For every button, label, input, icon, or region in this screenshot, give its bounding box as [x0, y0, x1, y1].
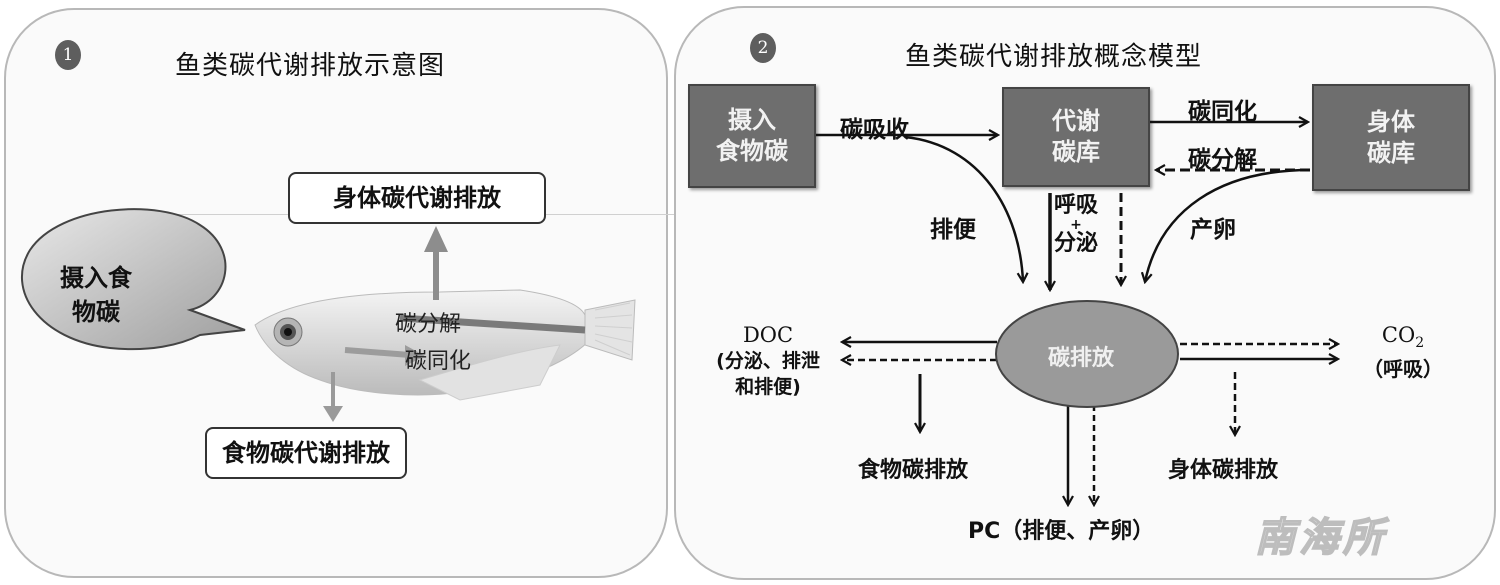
co2-subscript: 2 [1415, 335, 1425, 352]
fish-illustration [254, 289, 636, 401]
co2-label: CO [1381, 323, 1416, 347]
arrow-defecation [904, 135, 1023, 282]
food-carbon-emission-label: 食物碳排放 [858, 458, 969, 483]
arrow-spawning [1145, 168, 1311, 282]
fish-label-assimilation: 碳同化 [405, 349, 472, 374]
doc-label: DOC [742, 323, 794, 347]
fish-label-decomposition: 碳分解 [395, 312, 462, 337]
body-carbon-emission-label: 身体碳排放 [1168, 458, 1279, 483]
bubble-line-2: 物碳 [72, 298, 120, 326]
panel1-title: 鱼类碳代谢排放示意图 [175, 51, 446, 81]
label-respiration-secretion: 呼吸 + 分泌 [1054, 194, 1098, 256]
panel2-badge: 2 [750, 33, 776, 63]
body-box-line-1: 身体 [1367, 107, 1415, 136]
label-plus: + [1070, 217, 1082, 233]
metabolic-box-line-2: 碳库 [1052, 138, 1100, 166]
label-secretion: 分泌 [1054, 231, 1099, 256]
carbon-emission-ellipse [995, 300, 1179, 408]
intake-box-line-2: 食物碳 [716, 137, 788, 165]
panel2-title: 鱼类碳代谢排放概念模型 [905, 42, 1203, 72]
label-assimilation: 碳同化 [1188, 99, 1257, 125]
label-defecation: 排便 [930, 217, 976, 243]
label-respiration: 呼吸 [1054, 193, 1099, 218]
panel1-badge: 1 [55, 40, 81, 70]
label-decomposition: 碳分解 [1188, 147, 1257, 173]
doc-note-1: (分泌、排泄 [716, 350, 820, 372]
body-box-line-2: 碳库 [1367, 138, 1415, 167]
intake-food-carbon-box: 摄入 食物碳 [688, 84, 816, 188]
doc-output: DOC (分泌、排泄 和排便) [698, 322, 838, 400]
co2-output: CO2 （呼吸） [1348, 322, 1458, 382]
body-carbon-pool-box: 身体 碳库 [1312, 84, 1470, 191]
body-emission-box: 身体碳代谢排放 [288, 172, 546, 224]
label-spawning: 产卵 [1190, 217, 1236, 243]
speech-bubble [20, 208, 246, 351]
co2-note: （呼吸） [1363, 357, 1443, 382]
label-absorption: 碳吸收 [840, 117, 909, 143]
watermark: 南海所 [1254, 514, 1387, 562]
pc-output-label: PC（排便、产卵） [968, 519, 1155, 544]
food-emission-box: 食物碳代谢排放 [205, 427, 407, 479]
doc-note-2: 和排便) [735, 376, 801, 398]
carbon-emission-label: 碳排放 [1048, 346, 1115, 371]
bubble-line-1: 摄入食 [60, 264, 132, 292]
intake-box-line-1: 摄入 [728, 106, 776, 134]
metabolic-box-line-1: 代谢 [1052, 107, 1100, 135]
metabolic-carbon-pool-box: 代谢 碳库 [1002, 87, 1150, 187]
